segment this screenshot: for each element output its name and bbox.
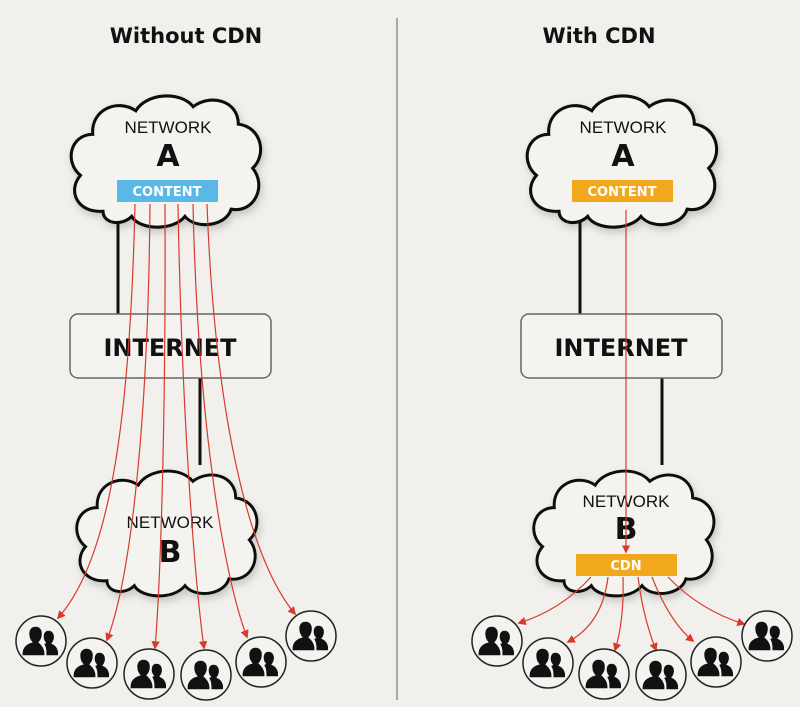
flow-arrow (206, 203, 297, 616)
user-group (741, 610, 793, 662)
flow-arrow (192, 203, 249, 639)
network-b-letter: B (159, 535, 182, 570)
panel-title: With CDN (542, 24, 655, 48)
flow-arrow (105, 203, 151, 642)
internet-box (520, 313, 723, 379)
flow-arrow (151, 203, 166, 650)
user-group (15, 615, 67, 667)
user-group (235, 636, 287, 688)
network-a-letter: A (611, 139, 635, 174)
flow-arrow (56, 203, 136, 620)
internet-label: INTERNET (103, 334, 237, 362)
user-group (180, 649, 232, 701)
flow-arrow (637, 576, 658, 652)
flow-arrow (651, 576, 695, 643)
user-group (690, 636, 742, 688)
panel-without-cdn: Without CDN NETWORK A CONTENT INTERNET N… (15, 24, 337, 701)
user-group (522, 637, 574, 689)
panel-with-cdn: With CDN NETWORK A CONTENT INTERNET NETW… (471, 24, 793, 701)
flow-arrow (177, 203, 208, 650)
content-box (572, 180, 673, 202)
network-a-letter: A (156, 139, 180, 174)
user-group (66, 637, 118, 689)
network-a-label: NETWORK (580, 118, 668, 137)
user-group (471, 615, 523, 667)
flow-arrow (566, 576, 609, 643)
cdn-box (576, 554, 677, 576)
content-label: CONTENT (133, 185, 202, 200)
cdn-label: CDN (610, 559, 641, 574)
content-label: CONTENT (588, 185, 657, 200)
network-a-label: NETWORK (125, 118, 213, 137)
network-b-label: NETWORK (127, 513, 215, 532)
content-box (117, 180, 218, 202)
flow-arrow (613, 576, 624, 652)
flow-arrow (517, 576, 592, 626)
panel-title: Without CDN (110, 24, 263, 48)
user-group (285, 610, 337, 662)
internet-box (69, 313, 272, 379)
user-group (578, 648, 630, 700)
user-group (123, 648, 175, 700)
user-group (635, 649, 687, 701)
internet-label: INTERNET (554, 334, 688, 362)
flow-arrow (667, 576, 746, 627)
